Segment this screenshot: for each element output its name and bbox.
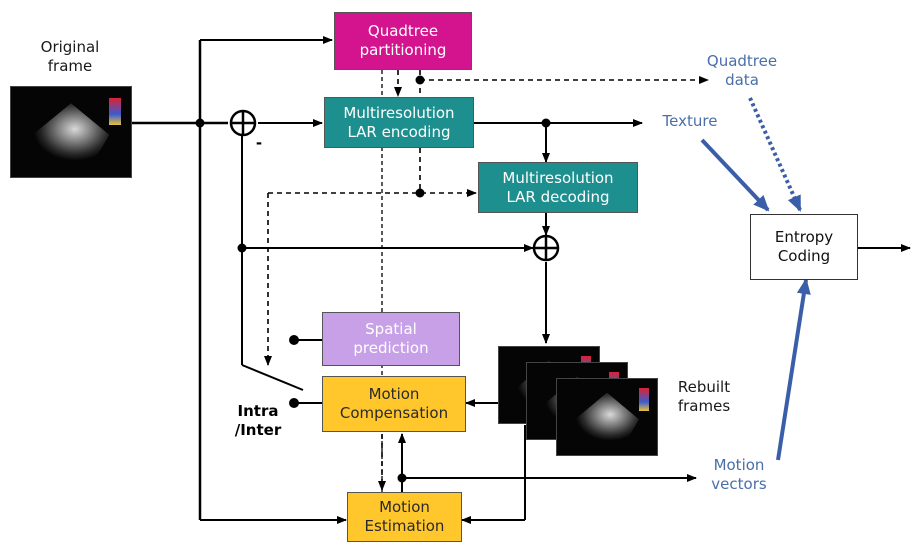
texture-label: Texture: [662, 112, 718, 130]
motion-vectors-to-entropy-arrow: [776, 278, 811, 461]
entropy-coding-label: Entropy Coding: [774, 228, 834, 265]
original-frame-image: [10, 86, 132, 178]
quadtree-data-label: Quadtree data: [706, 52, 778, 89]
motion-estimation-block: Motion Estimation: [347, 492, 462, 542]
motion-vectors-label: Motion vectors: [711, 456, 767, 493]
minus-sign-label: -: [255, 134, 263, 152]
texture-to-entropy-arrow: [700, 138, 770, 212]
rebuilt-frames-label: Rebuilt frames: [677, 378, 731, 415]
lar-encoding-label: Multiresolution LAR encoding: [343, 103, 455, 141]
motion-estimation-label: Motion Estimation: [364, 498, 445, 535]
adder-reconstruction: [532, 234, 560, 262]
entropy-coding-block: Entropy Coding: [750, 214, 858, 280]
quadtree-partitioning-block: Quadtree partitioning: [334, 12, 472, 70]
motion-compensation-label: Motion Compensation: [339, 385, 449, 422]
lar-encoding-block: Multiresolution LAR encoding: [324, 97, 474, 148]
motion-compensation-block: Motion Compensation: [322, 376, 466, 432]
lar-decoding-label: Multiresolution LAR decoding: [502, 168, 614, 206]
intra-inter-switch: [241, 364, 304, 391]
rebuilt-frame-image-3: [556, 378, 658, 456]
lar-decoding-block: Multiresolution LAR decoding: [478, 162, 638, 213]
original-frame-label: Original frame: [40, 38, 100, 75]
adder-input: [229, 109, 257, 137]
junction-dots: [195, 75, 551, 483]
spatial-prediction-label: Spatial prediction: [353, 320, 429, 357]
spatial-prediction-block: Spatial prediction: [322, 312, 460, 366]
quadtree-partitioning-label: Quadtree partitioning: [359, 22, 447, 59]
input-line: [128, 40, 228, 520]
quadtree-data-to-entropy-arrow: [748, 97, 802, 212]
intra-inter-label: Intra /Inter: [234, 402, 282, 439]
